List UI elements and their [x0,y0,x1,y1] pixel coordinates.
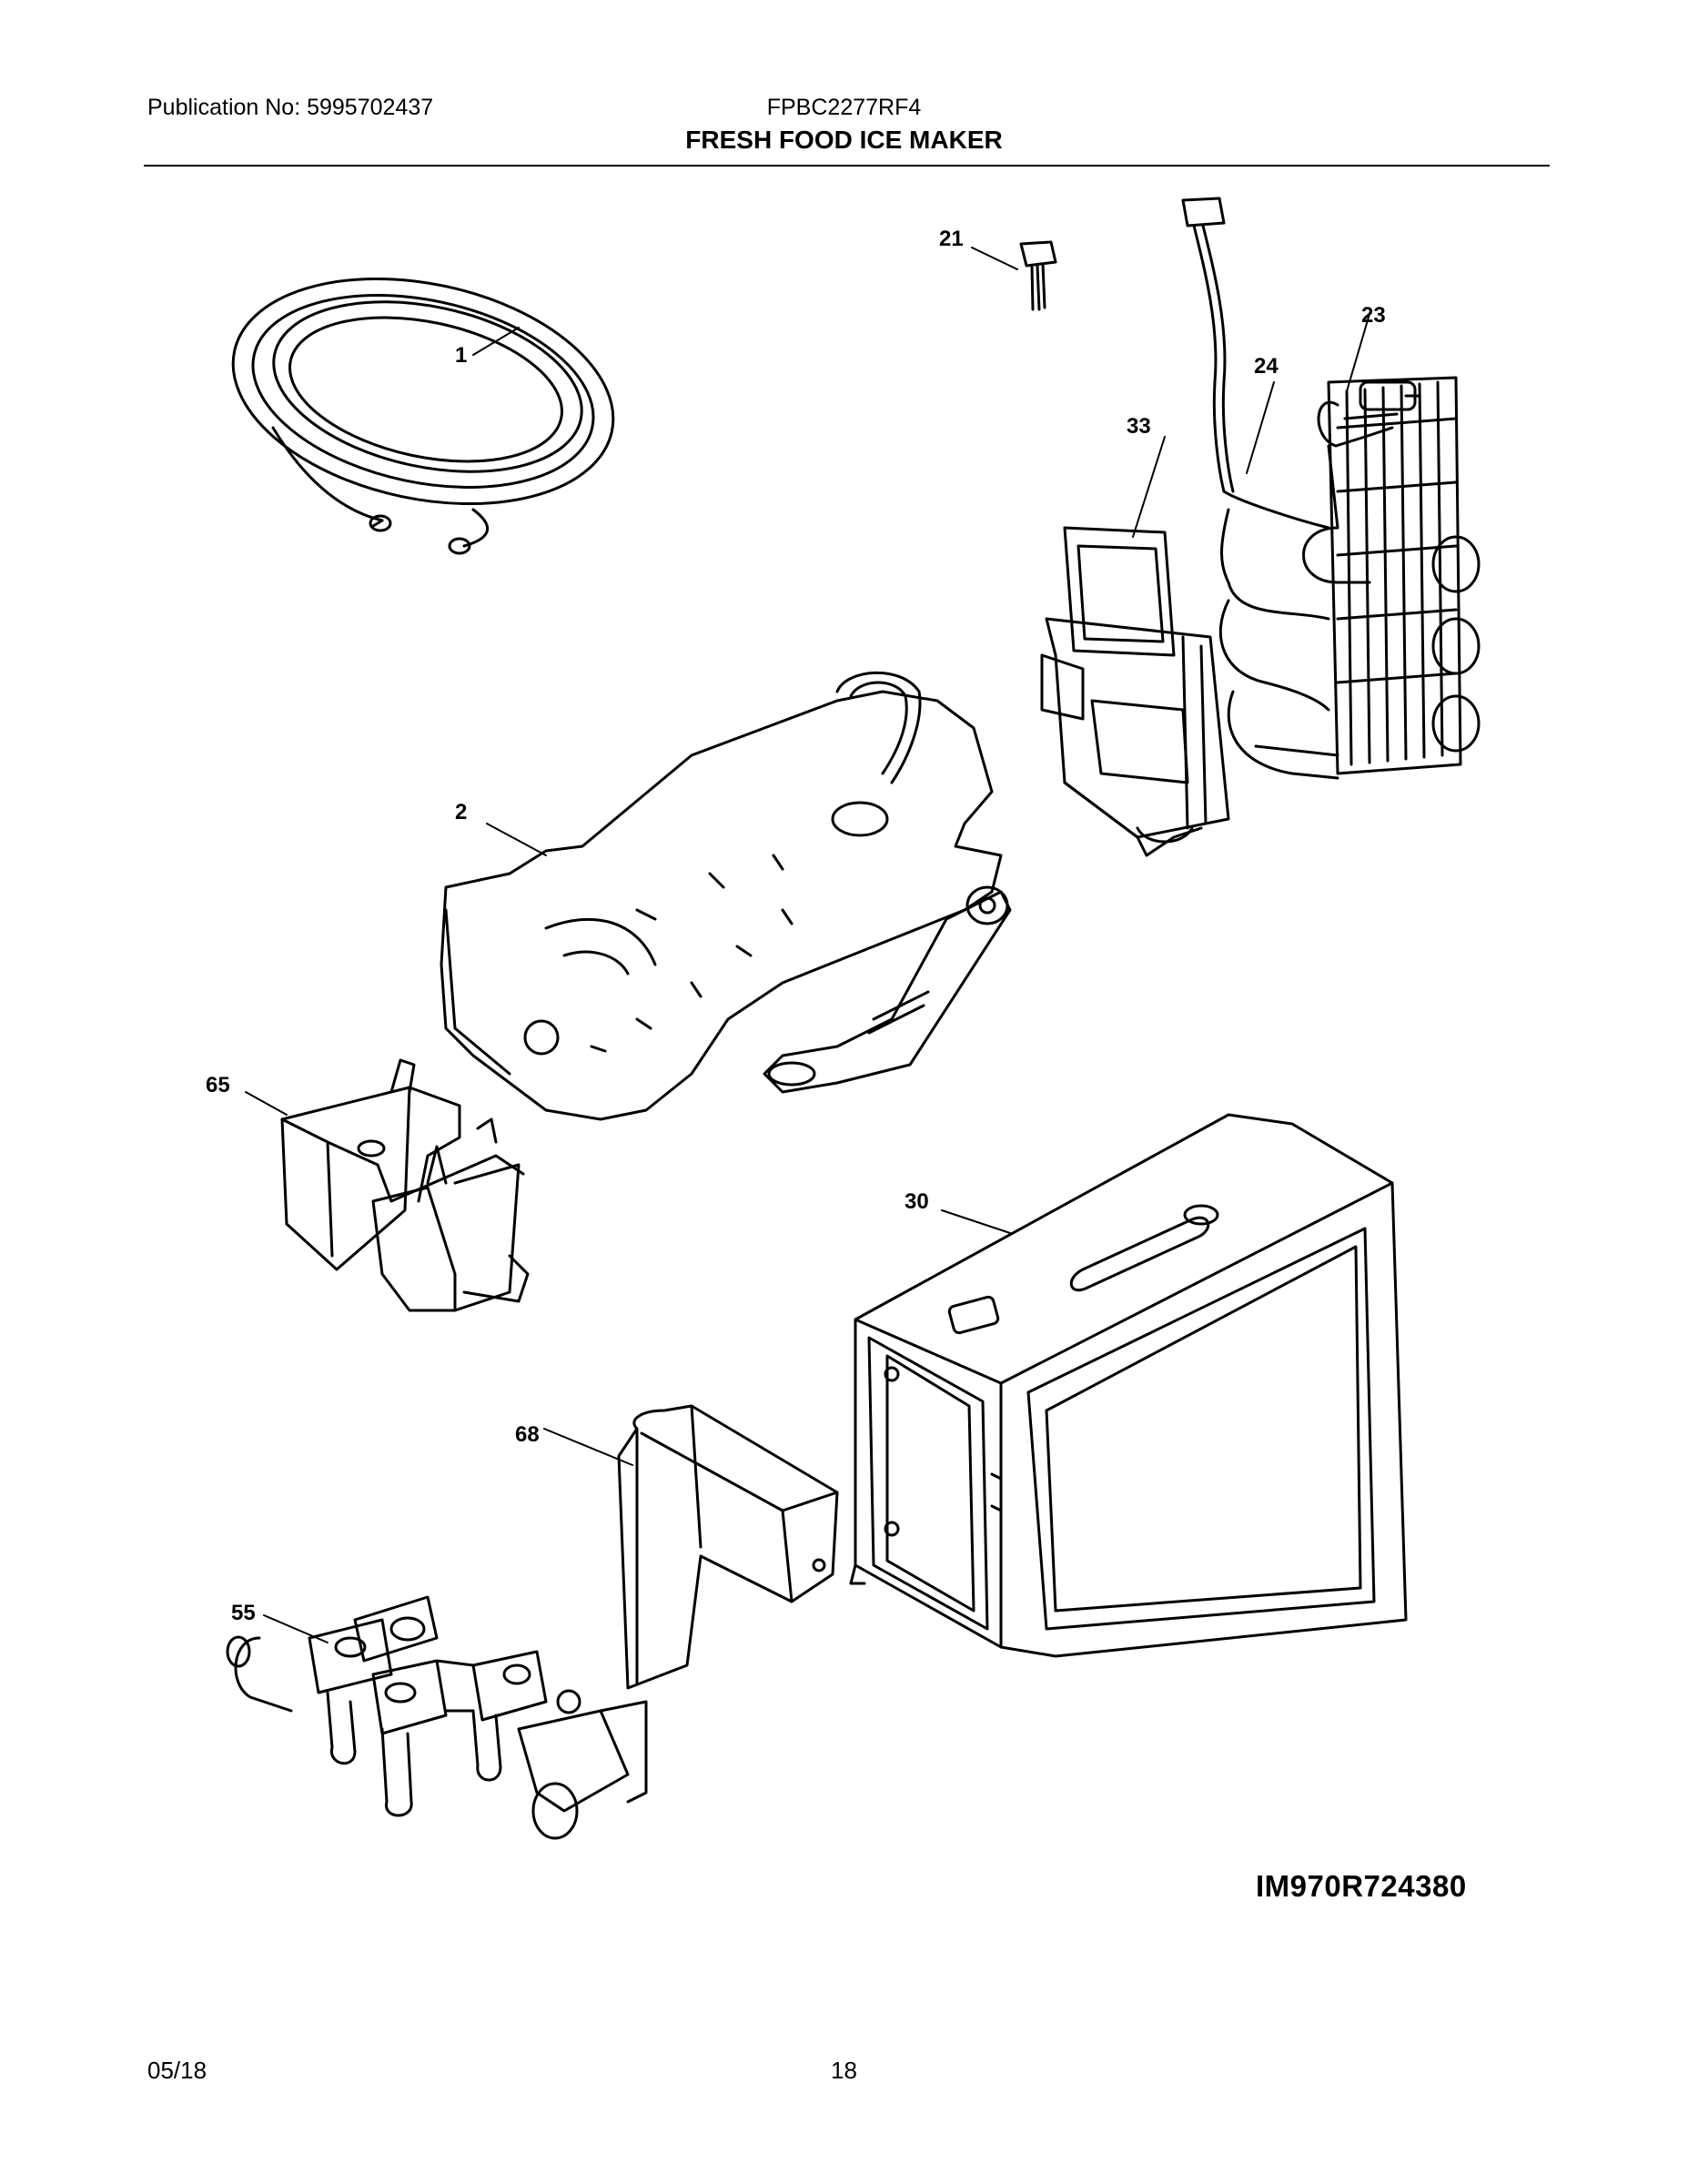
defrost-heater [1218,376,1481,780]
callout-30: 30 [905,1189,929,1214]
sensor-plug [1019,240,1057,311]
callout-33: 33 [1127,414,1151,439]
header-divider [144,165,1550,167]
water-tube-coil [231,277,615,555]
callout-68: 68 [515,1422,540,1447]
evaporator-housing [1040,526,1230,857]
callout-55: 55 [231,1601,256,1625]
callout-1: 1 [455,343,467,368]
diagram-id: IM970R724380 [1256,1869,1467,1903]
callout-21: 21 [939,227,964,251]
callout-65: 65 [206,1073,230,1097]
water-valve [226,1595,648,1840]
ice-bucket [849,1113,1408,1658]
leader-lines [245,247,1370,1643]
page-number: 18 [831,2057,857,2084]
callout-2: 2 [455,800,467,824]
publication-number: Publication No: 5995702437 [147,95,434,120]
thermistor-harness [1181,197,1235,493]
page-title: FRESH FOOD ICE MAKER [685,126,1003,154]
ice-maker-assembly [440,671,1012,1121]
footer-date: 05/18 [147,2057,207,2084]
chute-cover [617,1404,839,1690]
model-number: FPBC2277RF4 [766,95,922,120]
ice-chute-bracket [280,1058,530,1312]
callout-24: 24 [1254,354,1279,379]
callout-23: 23 [1361,303,1386,328]
